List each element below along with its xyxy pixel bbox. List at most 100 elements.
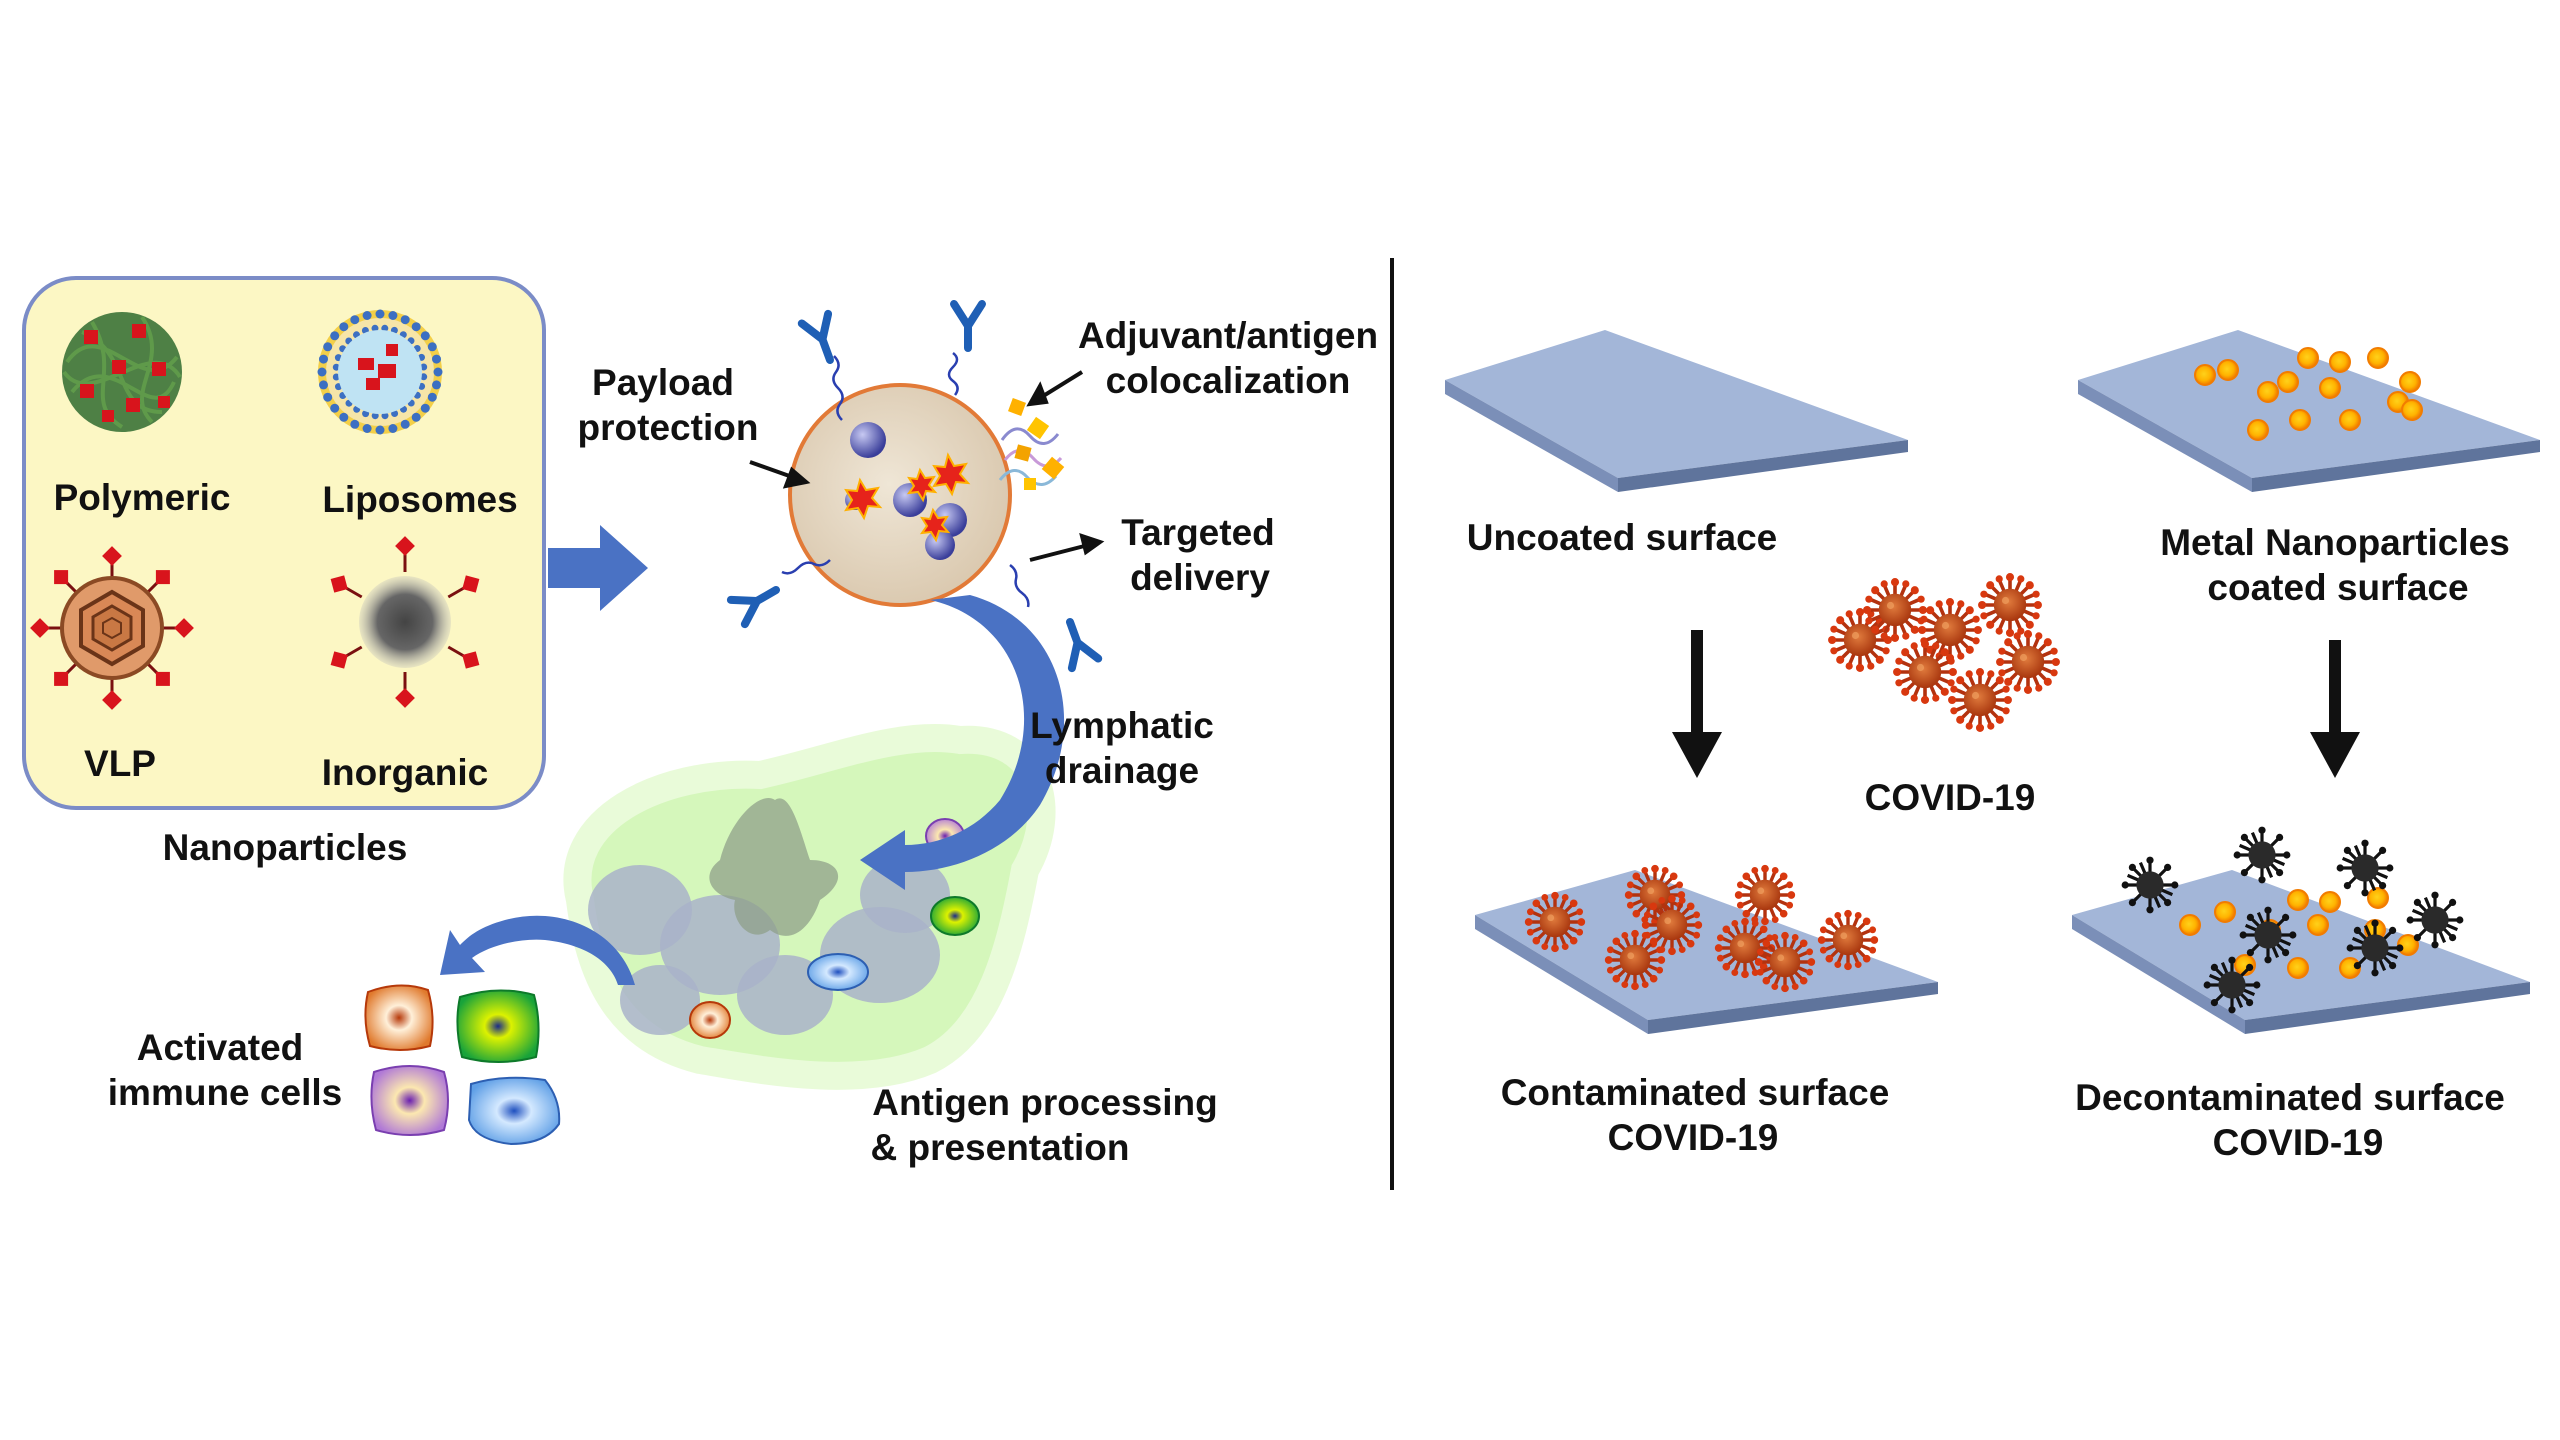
adjuvant-label-line2: colocalization — [1106, 360, 1351, 401]
metal-nanoparticle — [2319, 891, 2341, 913]
uncoated-label: Uncoated surface — [1467, 517, 1778, 558]
spike-head — [330, 651, 348, 669]
spike-head — [330, 575, 348, 593]
polymeric-label: Polymeric — [54, 477, 231, 518]
inactivated-virus-icon — [2405, 889, 2465, 951]
nanoparticle-sphere — [788, 383, 1012, 607]
targeted-label-line1: Targeted — [1121, 512, 1275, 553]
antibody-icon — [731, 578, 783, 624]
metal-label-line1: Metal Nanoparticles — [2160, 522, 2510, 563]
lipid-head — [350, 315, 360, 325]
antigen-label-line2: & presentation — [870, 1127, 1129, 1168]
lipid-head — [388, 311, 398, 320]
metal-nanoparticle — [2287, 889, 2309, 911]
virus-icon — [1816, 908, 1880, 972]
lipid-head — [432, 354, 441, 364]
polymeric-particle-icon — [62, 312, 182, 432]
virus-icon — [1733, 863, 1797, 927]
lipid-head — [319, 380, 328, 390]
lymph-node — [563, 724, 1056, 1090]
metal-nanoparticle — [2367, 347, 2389, 369]
metal-nanoparticle — [2307, 914, 2329, 936]
metal-coated-surface-plate — [2078, 330, 2540, 492]
virus-icon — [1994, 628, 2062, 696]
spike-head — [155, 570, 170, 585]
contaminated-label-line1: Contaminated surface — [1501, 1072, 1890, 1113]
lipid-head — [323, 342, 333, 352]
inactivated-virus-icon — [2238, 904, 2298, 966]
inactivated-virus-icon — [2335, 837, 2395, 899]
activated-label-line1: Activated — [137, 1027, 304, 1068]
contaminated-label-line2: COVID-19 — [1608, 1117, 1779, 1158]
lipid-head — [362, 424, 372, 433]
inactivated-virus-icon — [2202, 954, 2262, 1016]
lymphatic-label-line1: Lymphatic — [1030, 705, 1214, 746]
uncoated-surface-plate — [1445, 330, 1908, 492]
lipid-head — [433, 367, 443, 377]
lipid-head — [420, 331, 430, 341]
activated-label-line2: immune cells — [108, 1072, 342, 1113]
inactivated-virus-icon — [2232, 824, 2292, 886]
inorganic-label: Inorganic — [322, 752, 489, 793]
virus-icon — [1861, 576, 1929, 644]
lipid-head — [420, 373, 428, 381]
arrow-down-icon — [2310, 640, 2360, 778]
metal-label-line2: coated surface — [2207, 567, 2468, 608]
pointer-arrows — [749, 370, 1105, 562]
adjuvant-label-line1: Adjuvant/antigen — [1078, 315, 1378, 356]
spike-head — [462, 575, 480, 593]
liposomes-label: Liposomes — [322, 479, 517, 520]
lipid-head — [400, 419, 410, 429]
antigen-label-line1: Antigen processing — [872, 1082, 1217, 1123]
lipid-head — [400, 315, 410, 325]
adjuvant-star — [844, 477, 883, 521]
metal-nanoparticle — [2194, 364, 2216, 386]
spike-head — [155, 671, 170, 686]
lipid-head — [432, 380, 441, 390]
decontaminated-label-line2: COVID-19 — [2213, 1122, 2384, 1163]
metal-nanoparticle — [2277, 371, 2299, 393]
lipid-head — [339, 412, 349, 422]
lipid-head — [332, 363, 340, 371]
lipid-head — [339, 322, 349, 332]
metal-nanoparticle — [2214, 901, 2236, 923]
antibody-icon — [802, 314, 843, 365]
targeted-label-line2: delivery — [1130, 557, 1270, 598]
spike-head — [54, 570, 69, 585]
metal-nanoparticle — [2367, 887, 2389, 909]
lymphatic-label-line2: drainage — [1045, 750, 1199, 791]
contaminated-surface-plate — [1475, 863, 1938, 1034]
activation-arrow — [440, 915, 635, 985]
lipid-head — [330, 403, 340, 413]
lipid-head — [420, 363, 428, 371]
payload-label-line1: Payload — [592, 362, 734, 403]
arrow-down-icon — [1672, 630, 1722, 778]
inactivated-virus-icon — [2345, 917, 2405, 979]
virus-icon — [1946, 666, 2014, 734]
inorganic-particle-icon — [330, 536, 480, 708]
lipid-head — [388, 424, 398, 433]
lipid-head — [371, 412, 379, 420]
lipid-head — [375, 309, 385, 319]
antibody-group — [731, 304, 1098, 668]
virus-icon — [1523, 890, 1587, 954]
lipid-head — [362, 311, 372, 320]
lipid-head — [332, 373, 340, 381]
metal-nanoparticle — [2217, 359, 2239, 381]
metal-nanoparticle — [2339, 409, 2361, 431]
virus-icon — [1753, 930, 1817, 994]
antigen-bead — [925, 530, 955, 560]
inactivated-virus-icon — [2120, 854, 2180, 916]
metal-nanoparticle — [2319, 377, 2341, 399]
decontaminated-surface-plate — [2072, 824, 2530, 1034]
lipid-head — [411, 412, 421, 422]
metal-nanoparticle — [2287, 957, 2309, 979]
nanoparticles-caption: Nanoparticles — [163, 827, 408, 868]
adjuvant-star — [919, 507, 951, 543]
antigen-bead — [850, 422, 886, 458]
spike-head — [462, 651, 480, 669]
adjuvant-star — [932, 452, 971, 497]
covid-virus-cluster — [1826, 571, 2062, 734]
adjuvant-antigen-cluster — [998, 398, 1065, 490]
